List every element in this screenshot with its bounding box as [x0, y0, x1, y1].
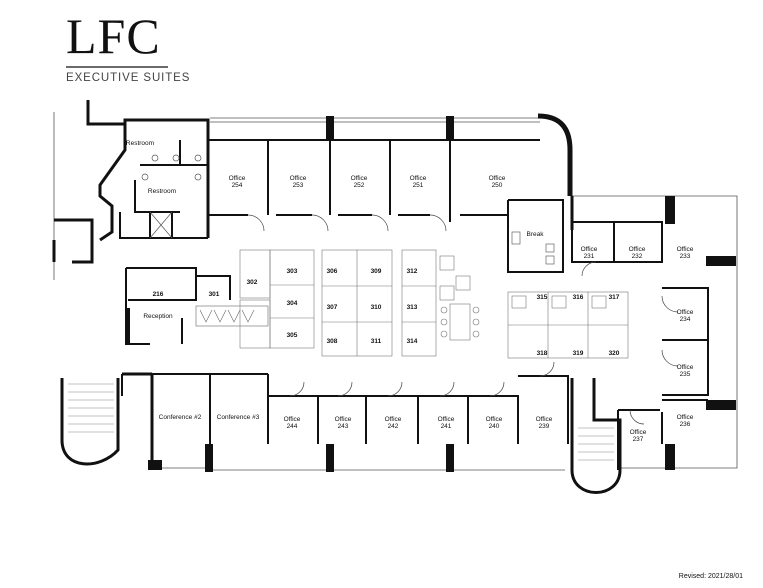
lounge-seating	[439, 255, 480, 341]
workstation-306: 306	[327, 268, 338, 275]
office-232-number: 232	[632, 253, 643, 260]
office-254-number: 254	[232, 182, 243, 189]
workstation-307: 307	[327, 304, 338, 311]
office-252-label: Office	[351, 175, 368, 182]
south-office-walls	[121, 373, 569, 444]
office-235-label: Office	[677, 364, 694, 371]
office-242-number: 242	[388, 423, 399, 430]
office-237-label: Office	[630, 429, 647, 436]
office-236-label: Office	[677, 414, 694, 421]
outer-outline	[53, 112, 738, 471]
workstation-303: 303	[287, 268, 298, 275]
office-250-label: Office	[489, 175, 506, 182]
office-250-number: 250	[492, 182, 503, 189]
workstation-315: 315	[537, 294, 548, 301]
office-244-label: Office	[284, 416, 301, 423]
workstation-301: 301	[209, 291, 220, 298]
workstation-318: 318	[537, 350, 548, 357]
workstation-cluster-b	[321, 249, 393, 357]
stair-east-treads	[578, 427, 614, 461]
columns	[148, 116, 736, 472]
workstation-320: 320	[609, 350, 620, 357]
logo-letters: LFC	[66, 8, 161, 64]
office-241-label: Office	[438, 416, 455, 423]
workstation-cluster-d	[507, 291, 629, 359]
reception-desk	[195, 305, 269, 327]
office-244-number: 244	[287, 423, 298, 430]
workstation-310: 310	[371, 304, 382, 311]
restroom-block	[119, 140, 208, 239]
workstation-314: 314	[407, 338, 418, 345]
office-251-label: Office	[410, 175, 427, 182]
reception-label: Reception	[143, 313, 173, 320]
office-231-number: 231	[584, 253, 595, 260]
restroom-fixtures	[141, 154, 202, 239]
office-234-number: 234	[680, 316, 691, 323]
office-252-number: 252	[354, 182, 365, 189]
office-242-label: Office	[385, 416, 402, 423]
stair-west-treads	[68, 383, 114, 433]
logo-divider	[66, 66, 168, 68]
office-253-label: Office	[290, 175, 307, 182]
workstation-319: 319	[573, 350, 584, 357]
office-233-number: 233	[680, 253, 691, 260]
revision-date: Revised: 2021/28/01	[678, 573, 743, 580]
office-239-number: 239	[539, 423, 550, 430]
curved-corner-north	[537, 113, 573, 196]
reception-counter	[126, 308, 130, 344]
stair-east	[570, 378, 622, 494]
workstation-305: 305	[287, 332, 298, 339]
office-243-label: Office	[335, 416, 352, 423]
north-office-doors	[247, 214, 447, 232]
office-240-number: 240	[489, 423, 500, 430]
lfc-logo: LFC EXECUTIVE SUITES	[62, 8, 189, 84]
south-office-doors	[289, 361, 555, 397]
workstation-cluster-a	[239, 249, 315, 349]
office-240-label: Office	[486, 416, 503, 423]
conference-3-label: Conference #3	[217, 414, 260, 421]
office-234-label: Office	[677, 309, 694, 316]
office-235-number: 235	[680, 371, 691, 378]
workstation-316: 316	[573, 294, 584, 301]
office-241-number: 241	[441, 423, 452, 430]
workstation-cluster-c	[401, 249, 437, 357]
workstation-304: 304	[287, 300, 298, 307]
workstation-302: 302	[247, 279, 258, 286]
office-253-number: 253	[293, 182, 304, 189]
office-239-label: Office	[536, 416, 553, 423]
office-233-label: Office	[677, 246, 694, 253]
break-room-fixtures	[511, 231, 555, 265]
workstation-313: 313	[407, 304, 418, 311]
workstation-312: 312	[407, 268, 418, 275]
north-office-walls	[208, 139, 540, 222]
east-office-doors	[581, 261, 679, 425]
office-251-number: 251	[413, 182, 424, 189]
conference-2-label: Conference #2	[159, 414, 202, 421]
workstation-309: 309	[371, 268, 382, 275]
logo-subtitle: EXECUTIVE SUITES	[66, 72, 191, 84]
office-236-number: 236	[680, 421, 691, 428]
office-237-number: 237	[633, 436, 644, 443]
east-office-walls	[571, 221, 709, 470]
office-254-label: Office	[229, 175, 246, 182]
break-room-label: Break	[527, 231, 545, 238]
workstation-311: 311	[371, 338, 382, 345]
office-231-label: Office	[581, 246, 598, 253]
stair-west	[60, 378, 120, 466]
restroom-lower-label: Restroom	[148, 188, 176, 195]
office-232-label: Office	[629, 246, 646, 253]
office-243-number: 243	[338, 423, 349, 430]
break-room-walls	[507, 199, 564, 273]
workstation-308: 308	[327, 338, 338, 345]
restroom-upper-label: Restroom	[126, 140, 154, 147]
workstation-216: 216	[153, 291, 164, 298]
workstation-317: 317	[609, 294, 620, 301]
